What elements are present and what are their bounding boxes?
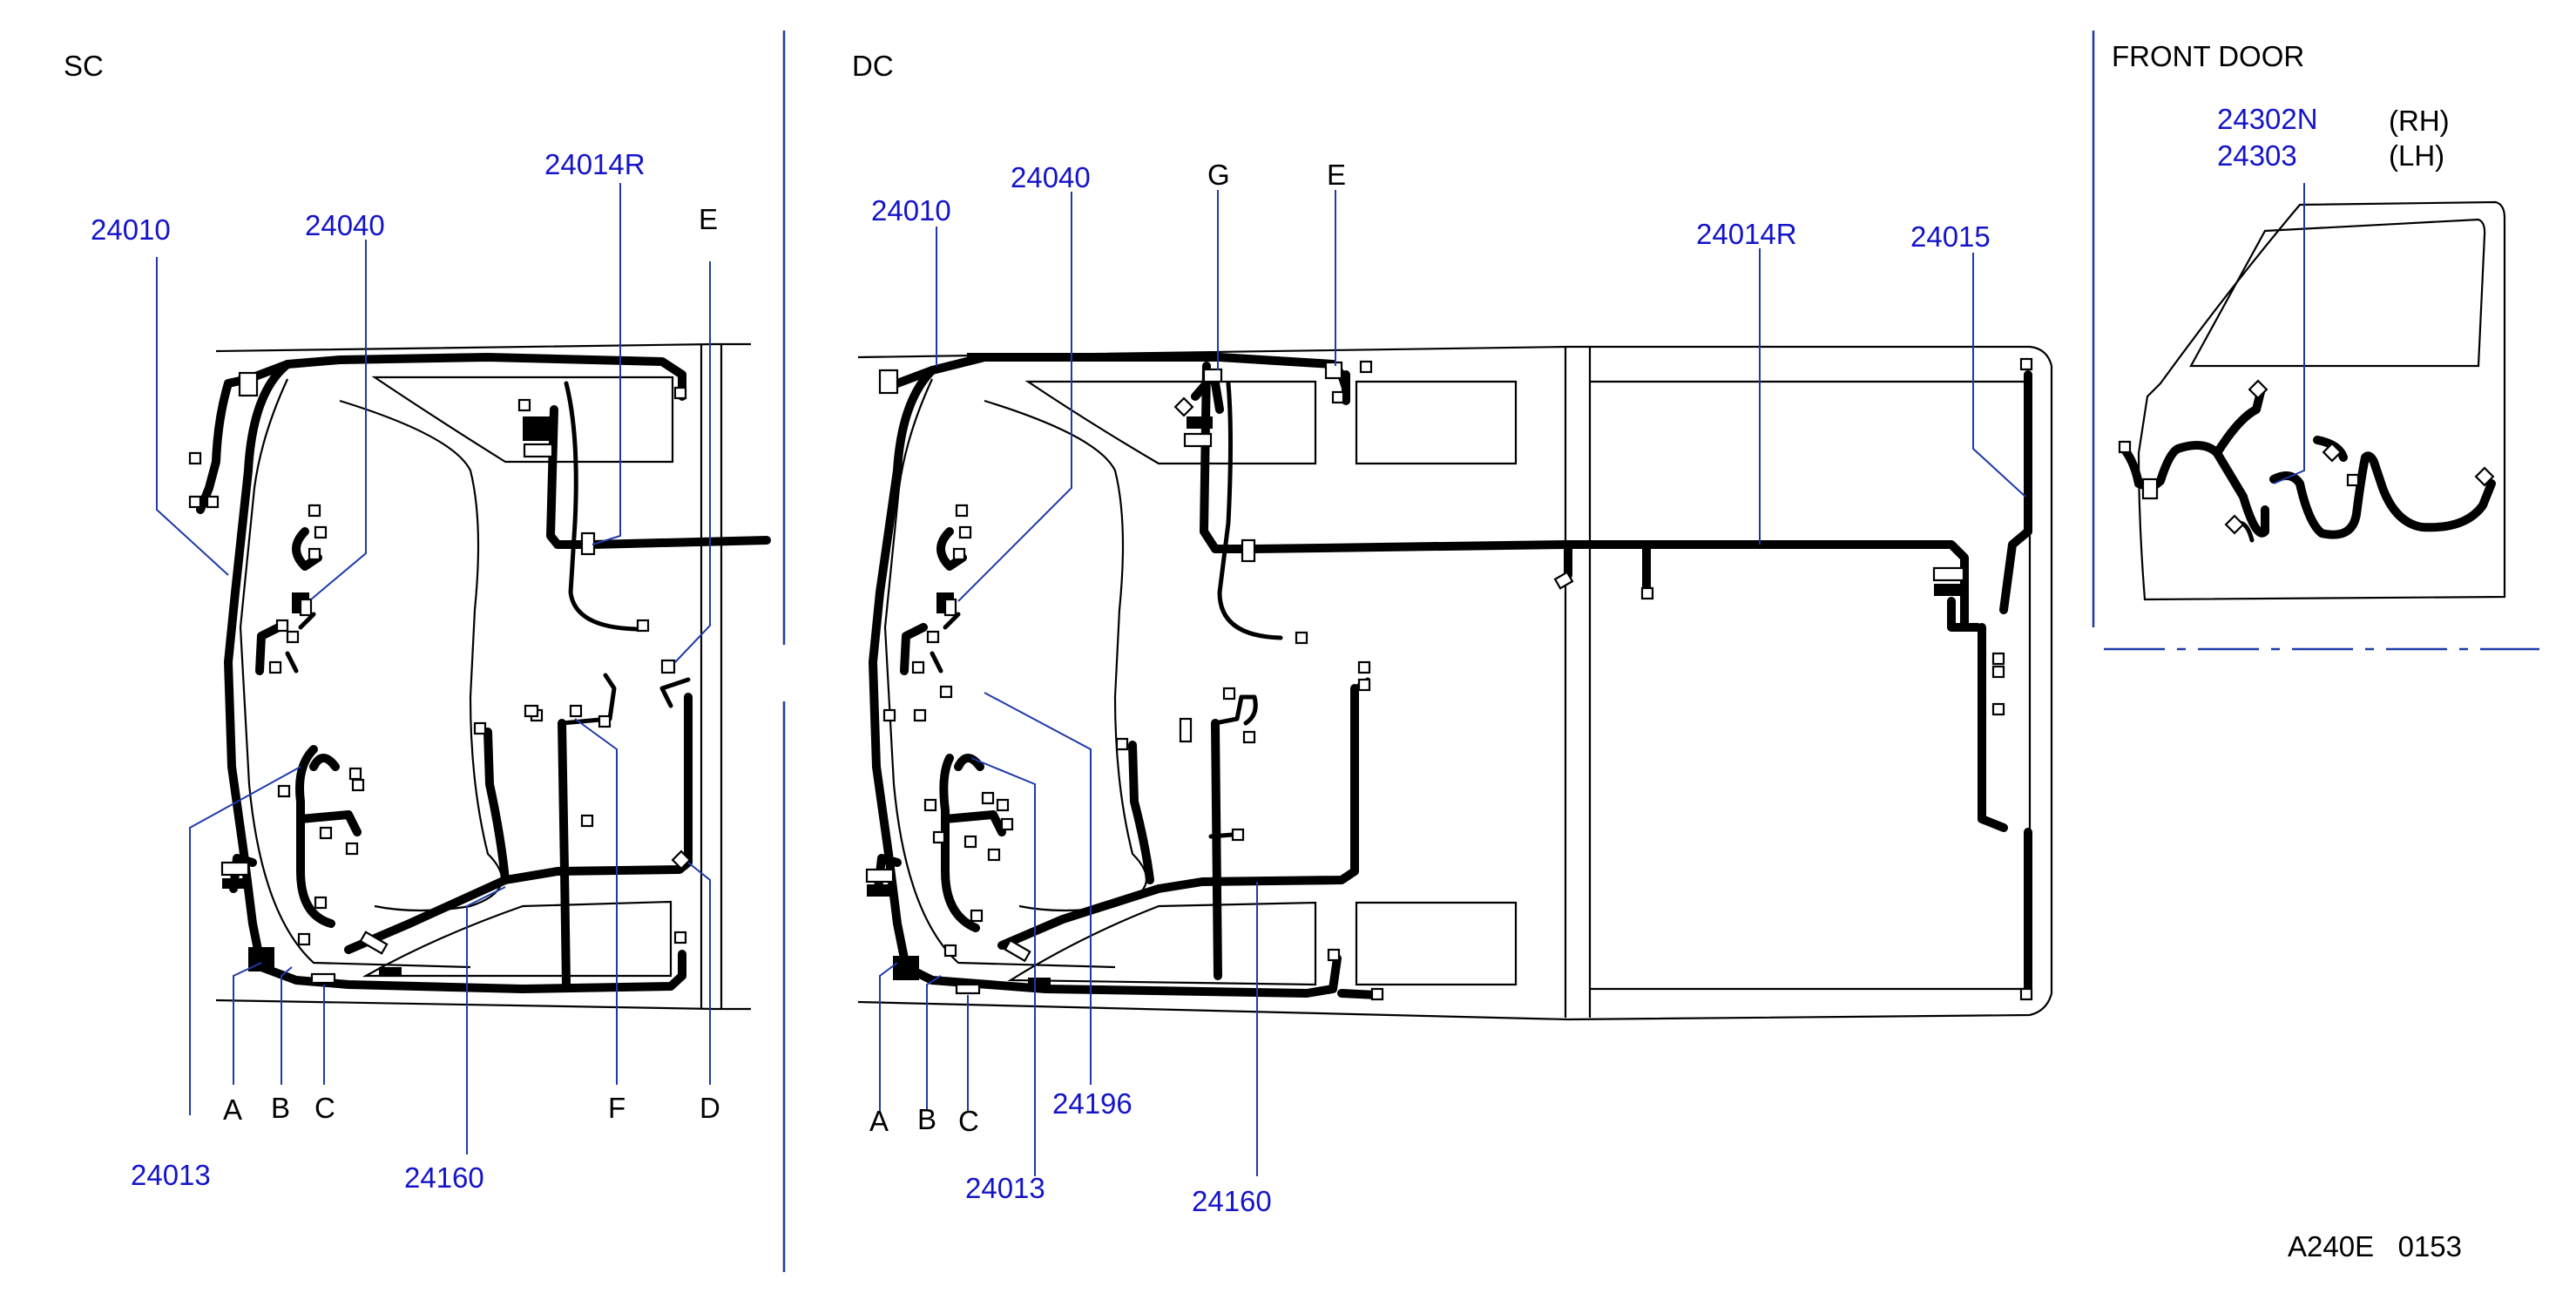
dc-leader-lines: [879, 190, 2026, 1176]
dc-section-label: DC: [852, 50, 894, 82]
sc-part-24160-label: 24160: [404, 1161, 484, 1194]
front-door-body: [2137, 200, 2506, 601]
dc-part-24010-label: 24010: [871, 194, 951, 227]
dc-part-24015-label: 24015: [1910, 220, 1991, 253]
dc-point-e-label: E: [1327, 159, 1346, 191]
dc-part-24196-label: 24196: [1052, 1087, 1132, 1120]
dc-part-24160-label: 24160: [1192, 1185, 1272, 1217]
door-lh-label: (LH): [2389, 139, 2444, 172]
dc-cab-body: [857, 345, 2053, 1021]
sc-point-b-label: B: [271, 1092, 290, 1124]
sc-part-24013-label: 24013: [131, 1159, 211, 1191]
front-door-leader-lines: [2273, 183, 2305, 484]
sc-point-e-label: E: [699, 203, 718, 235]
diagram-code-label: A240E 0153: [2288, 1230, 2462, 1263]
sc-part-24040-label: 24040: [305, 209, 385, 241]
door-part-24302N-label: 24302N: [2217, 103, 2318, 135]
dc-point-c-label: C: [958, 1105, 979, 1137]
door-part-24303-label: 24303: [2217, 139, 2297, 172]
sc-leader-lines: [156, 183, 711, 1154]
front-door-labels: FRONT DOOR 24302N (RH) 24303 (LH): [2112, 40, 2450, 172]
dc-labels: DC 24010 24040 G E 24014R 24015 A B C 24…: [852, 50, 1991, 1217]
sc-cab-body: [215, 342, 751, 1011]
sc-wire-harness: [196, 353, 771, 993]
front-door-connectors: [2118, 379, 2495, 535]
sc-point-a-label: A: [223, 1093, 242, 1126]
dc-point-b-label: B: [917, 1103, 936, 1135]
dc-connectors: [865, 353, 2033, 1001]
dc-part-24014R-label: 24014R: [1696, 218, 1797, 250]
sc-section-label: SC: [64, 50, 104, 82]
sc-part-24010-label: 24010: [91, 213, 171, 246]
front-door-section-label: FRONT DOOR: [2112, 40, 2304, 72]
dc-point-a-label: A: [869, 1105, 889, 1137]
sc-point-c-label: C: [314, 1092, 335, 1124]
front-door-harness: [2120, 388, 2496, 543]
dc-wire-harness: [869, 353, 2032, 999]
sc-part-24014R-label: 24014R: [544, 148, 646, 180]
dc-part-24013-label: 24013: [965, 1172, 1045, 1204]
section-dividers: [782, 30, 2539, 1272]
sc-point-d-label: D: [700, 1092, 720, 1124]
dc-part-24040-label: 24040: [1011, 161, 1091, 193]
sc-connectors: [188, 371, 692, 985]
sc-labels: SC 24010 24040 24014R E A B C F D 24013 …: [64, 50, 720, 1194]
sc-point-f-label: F: [608, 1092, 625, 1124]
dc-point-g-label: G: [1207, 159, 1230, 191]
door-rh-label: (RH): [2389, 105, 2450, 137]
